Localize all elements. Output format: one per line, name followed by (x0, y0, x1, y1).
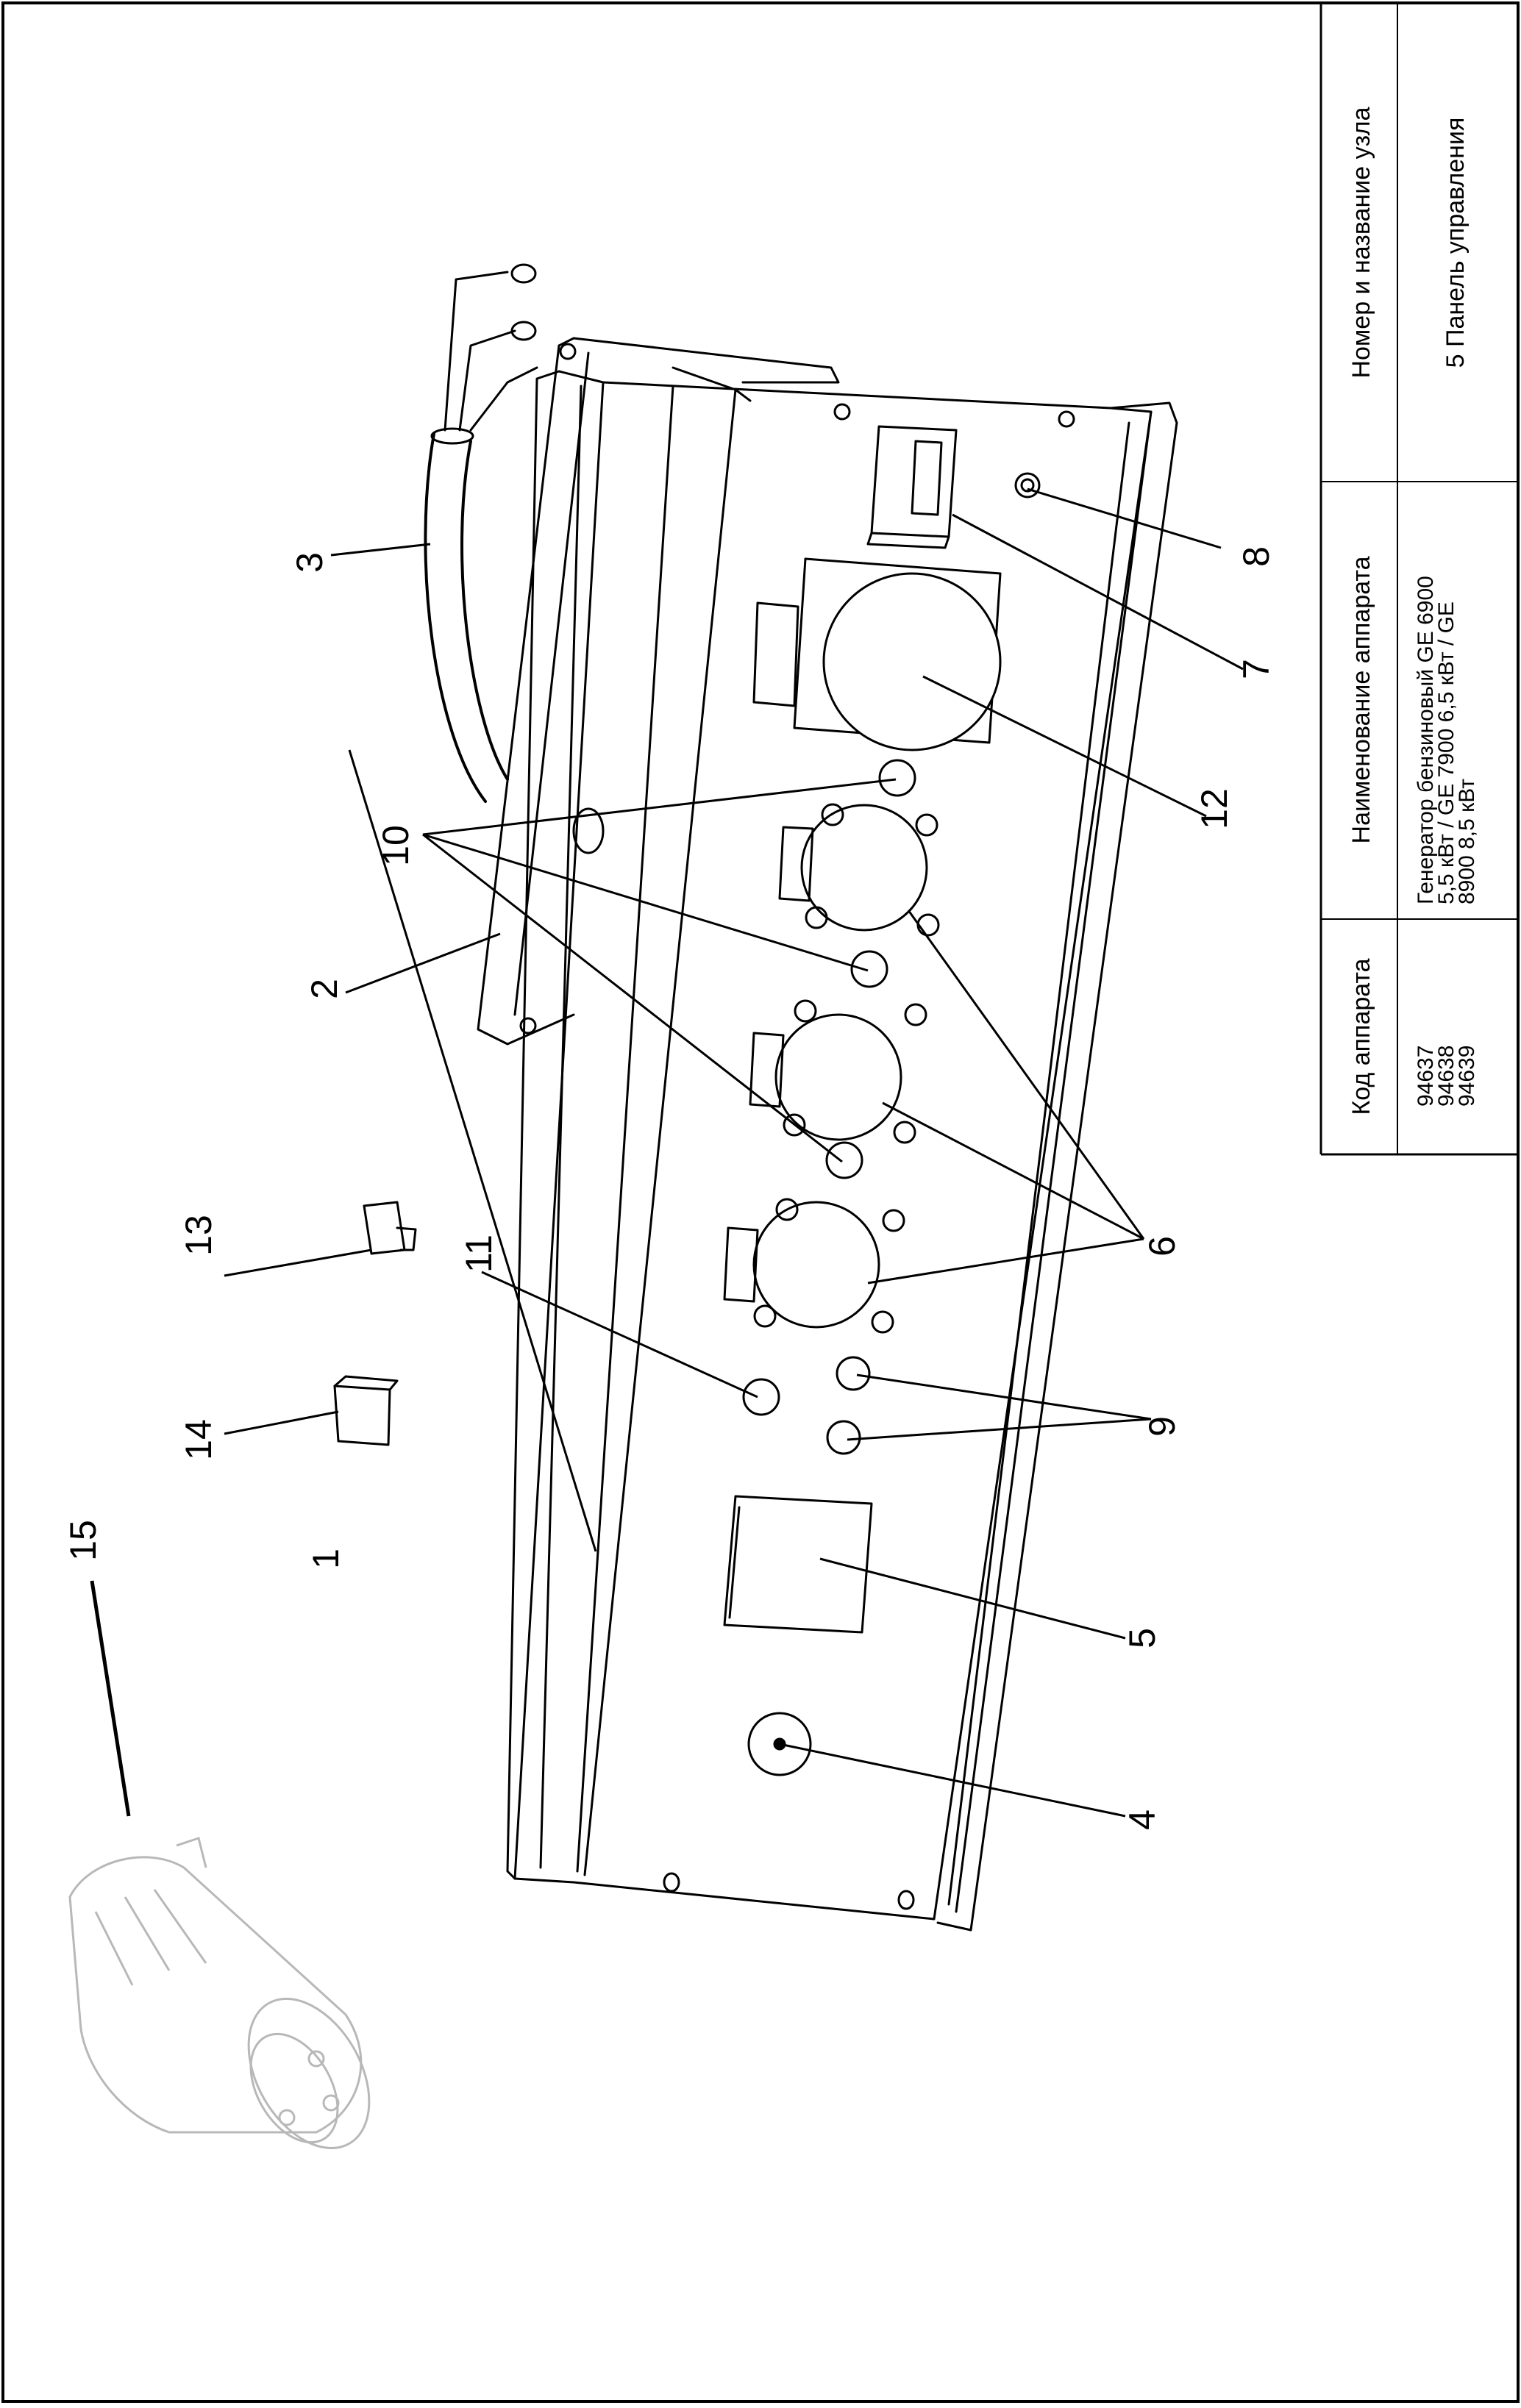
name-line-1: Генератор бензиновый GE 6900 (1414, 576, 1438, 904)
callout-3: 3 (289, 552, 330, 573)
indicator-11 (742, 1378, 780, 1416)
socket-3 (723, 1198, 905, 1334)
header-node: Номер и название узла (1347, 107, 1375, 378)
cable-grommet (572, 807, 605, 854)
lamp-1 (878, 759, 916, 797)
big-socket-lid (822, 572, 1002, 751)
code-row-2: 94638 (1434, 1046, 1458, 1107)
flange-inner-line (947, 421, 1130, 1906)
side-bracket (477, 344, 575, 1046)
wire-1 (444, 271, 509, 432)
rail-top-bend (672, 366, 752, 402)
breaker-lever (911, 440, 943, 516)
callout-15: 15 (63, 1520, 104, 1561)
callout-1: 1 (305, 1548, 346, 1569)
terminal-2 (826, 1420, 861, 1455)
part-13-tab (396, 1226, 417, 1251)
callout-7: 7 (1236, 659, 1277, 679)
node-value: 5 Панель управления (1442, 118, 1470, 368)
callout-labels: 1 2 3 4 5 6 7 8 9 10 11 12 13 14 15 (63, 546, 1277, 1830)
lamp-3 (825, 1141, 863, 1179)
name-line-2: 5,5 кВт / GE 7900 6,5 кВт / GE (1434, 601, 1458, 904)
callout-13: 13 (178, 1215, 219, 1256)
big-socket-hinge (752, 601, 799, 707)
meter-edge (728, 1506, 741, 1619)
wire-3 (469, 366, 538, 432)
side-bracket-inner (513, 351, 590, 1016)
socket-1 (778, 803, 940, 937)
mount-hole-1 (833, 403, 851, 421)
part-14 (333, 1385, 391, 1446)
mount-hole-3 (663, 1872, 680, 1893)
part-14-top (333, 1375, 399, 1391)
callout-11: 11 (458, 1235, 499, 1273)
name-line-3: 8900 8,5 кВт (1455, 779, 1479, 904)
bracket-bolt-bottom (519, 1017, 537, 1035)
callout-6: 6 (1141, 1236, 1183, 1257)
wire-terminal-1 (510, 263, 537, 284)
knob-4 (747, 1712, 812, 1776)
cable-outer-2 (460, 440, 509, 781)
panel-lower-flange (936, 401, 1178, 1932)
callout-2: 2 (304, 979, 345, 999)
panel-upper-rail (506, 370, 605, 1880)
callout-8: 8 (1236, 546, 1277, 567)
header-name: Наименование аппарата (1347, 556, 1375, 843)
bracket-bolt-top (559, 343, 577, 360)
rail-line-2 (576, 385, 674, 1873)
callout-12: 12 (1194, 788, 1235, 829)
callout-14: 14 (178, 1419, 219, 1460)
wire-2 (458, 329, 516, 432)
mount-hole-4 (897, 1890, 915, 1910)
lamp-2 (850, 950, 888, 988)
wire-terminal-2 (510, 321, 537, 341)
flange-edge-line (955, 410, 1153, 1913)
small-connector-inner (1020, 478, 1035, 493)
small-connector (1014, 472, 1041, 499)
callout-5: 5 (1122, 1628, 1163, 1648)
socket-2 (749, 999, 927, 1144)
callout-9: 9 (1141, 1416, 1183, 1437)
cable-outer-1 (424, 432, 487, 803)
header-code: Код аппарата (1347, 958, 1375, 1115)
code-row-3: 94639 (1455, 1046, 1479, 1107)
control-panel-drawing (333, 263, 1178, 1932)
mount-hole-2 (1058, 410, 1075, 428)
leader-1 (348, 749, 597, 1552)
leader-lines (90, 487, 1244, 1818)
info-table: Код аппарата Наименование аппарата Номер… (1319, 3, 1518, 1156)
rail-line-1 (539, 385, 583, 1869)
breaker-base (866, 532, 950, 549)
rail-line-3 (583, 388, 737, 1876)
plug-15 (68, 1837, 371, 2149)
code-row-1: 94637 (1414, 1046, 1438, 1107)
callout-4: 4 (1122, 1809, 1163, 1830)
terminal-1 (836, 1356, 871, 1391)
meter (723, 1495, 873, 1634)
top-frame (558, 337, 840, 384)
cable-end (430, 427, 474, 445)
callout-10: 10 (375, 825, 416, 866)
